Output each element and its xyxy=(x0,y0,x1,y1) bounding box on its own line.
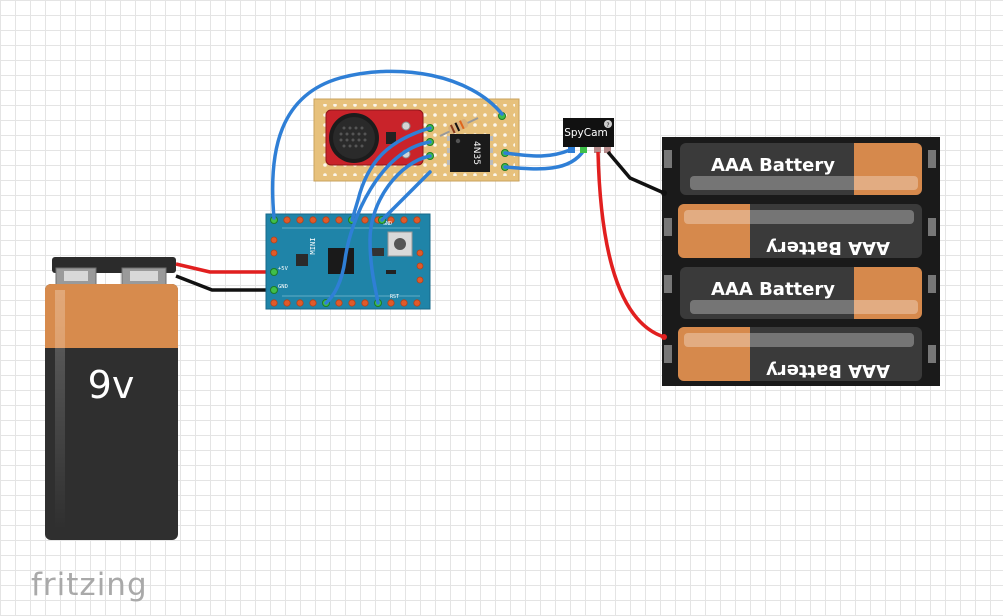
pin-label-gnd-left: GND xyxy=(278,284,288,290)
arduino-model-label: MINI xyxy=(309,238,317,255)
wire-blue-gnd xyxy=(380,170,432,222)
resistor[interactable] xyxy=(439,117,479,137)
pin-label-5v: +5V xyxy=(278,266,289,272)
arduino-pro-mini[interactable]: MINI +5V GND GND RST xyxy=(265,213,431,310)
pin-label-rst: RST xyxy=(390,294,399,300)
optocoupler-label: 4N35 xyxy=(471,141,481,165)
aaa-cell-4: AAA Battery xyxy=(678,327,922,381)
aaa-cell-label-4: AAA Battery xyxy=(766,360,890,381)
spycam-module[interactable]: ? SpyCam xyxy=(563,118,614,153)
wire-red-aaa xyxy=(596,151,665,339)
fritzing-logo: fritzing xyxy=(31,567,148,603)
aaa-cell-label-3: AAA Battery xyxy=(711,279,835,300)
aaa-cell-3: AAA Battery xyxy=(680,267,922,319)
aaa-cell-1: AAA Battery xyxy=(680,143,922,195)
pin-label-gnd-top: GND xyxy=(383,221,392,227)
optocoupler-4n35[interactable]: 4N35 xyxy=(447,134,493,172)
microphone-module[interactable] xyxy=(325,109,424,166)
wire-blue-mic-a xyxy=(350,126,432,222)
battery-voltage-label: 9v xyxy=(88,363,135,407)
wire-blue-spycam-1 xyxy=(503,148,572,158)
aaa-cell-2: AAA Battery xyxy=(678,204,922,258)
wire-red-9v xyxy=(175,262,272,274)
wire-black-aaa xyxy=(606,150,665,195)
spycam-label: SpyCam xyxy=(564,127,608,139)
wire-blue-mic-c xyxy=(368,154,432,305)
spycam-help-badge: ? xyxy=(606,122,609,129)
aaa-cell-label-1: AAA Battery xyxy=(711,155,835,176)
aaa-cell-label-2: AAA Battery xyxy=(766,237,890,258)
wire-black-9v xyxy=(175,274,272,292)
wire-blue-spycam-2 xyxy=(503,148,586,171)
wire-blue-loop xyxy=(270,69,504,220)
nine-volt-battery[interactable]: 9v xyxy=(45,257,178,540)
aaa-battery-pack[interactable]: AAA Battery AAA Battery AAA Battery AAA … xyxy=(662,137,940,386)
wire-blue-mic-b xyxy=(324,140,432,305)
